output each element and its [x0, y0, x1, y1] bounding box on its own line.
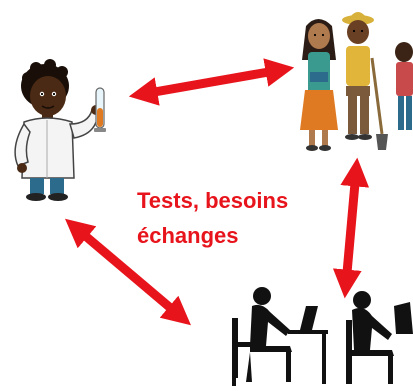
- arrow-scientist-users: [65, 218, 191, 326]
- caption-line-1: Tests, besoins: [137, 188, 289, 213]
- exchange-caption: Tests, besoins échanges: [137, 183, 288, 253]
- people-at-desks-silhouette: [232, 287, 413, 386]
- farmer-figure: [342, 12, 388, 150]
- caption-line-2: échanges: [137, 223, 239, 248]
- exchange-arrows: [65, 58, 370, 326]
- child-figure: [395, 42, 413, 130]
- woman-figure: [300, 19, 338, 151]
- scientist-figure: [14, 59, 106, 201]
- arrow-scientist-community: [128, 58, 295, 106]
- arrow-community-users: [332, 157, 370, 299]
- community-figures: [300, 12, 413, 151]
